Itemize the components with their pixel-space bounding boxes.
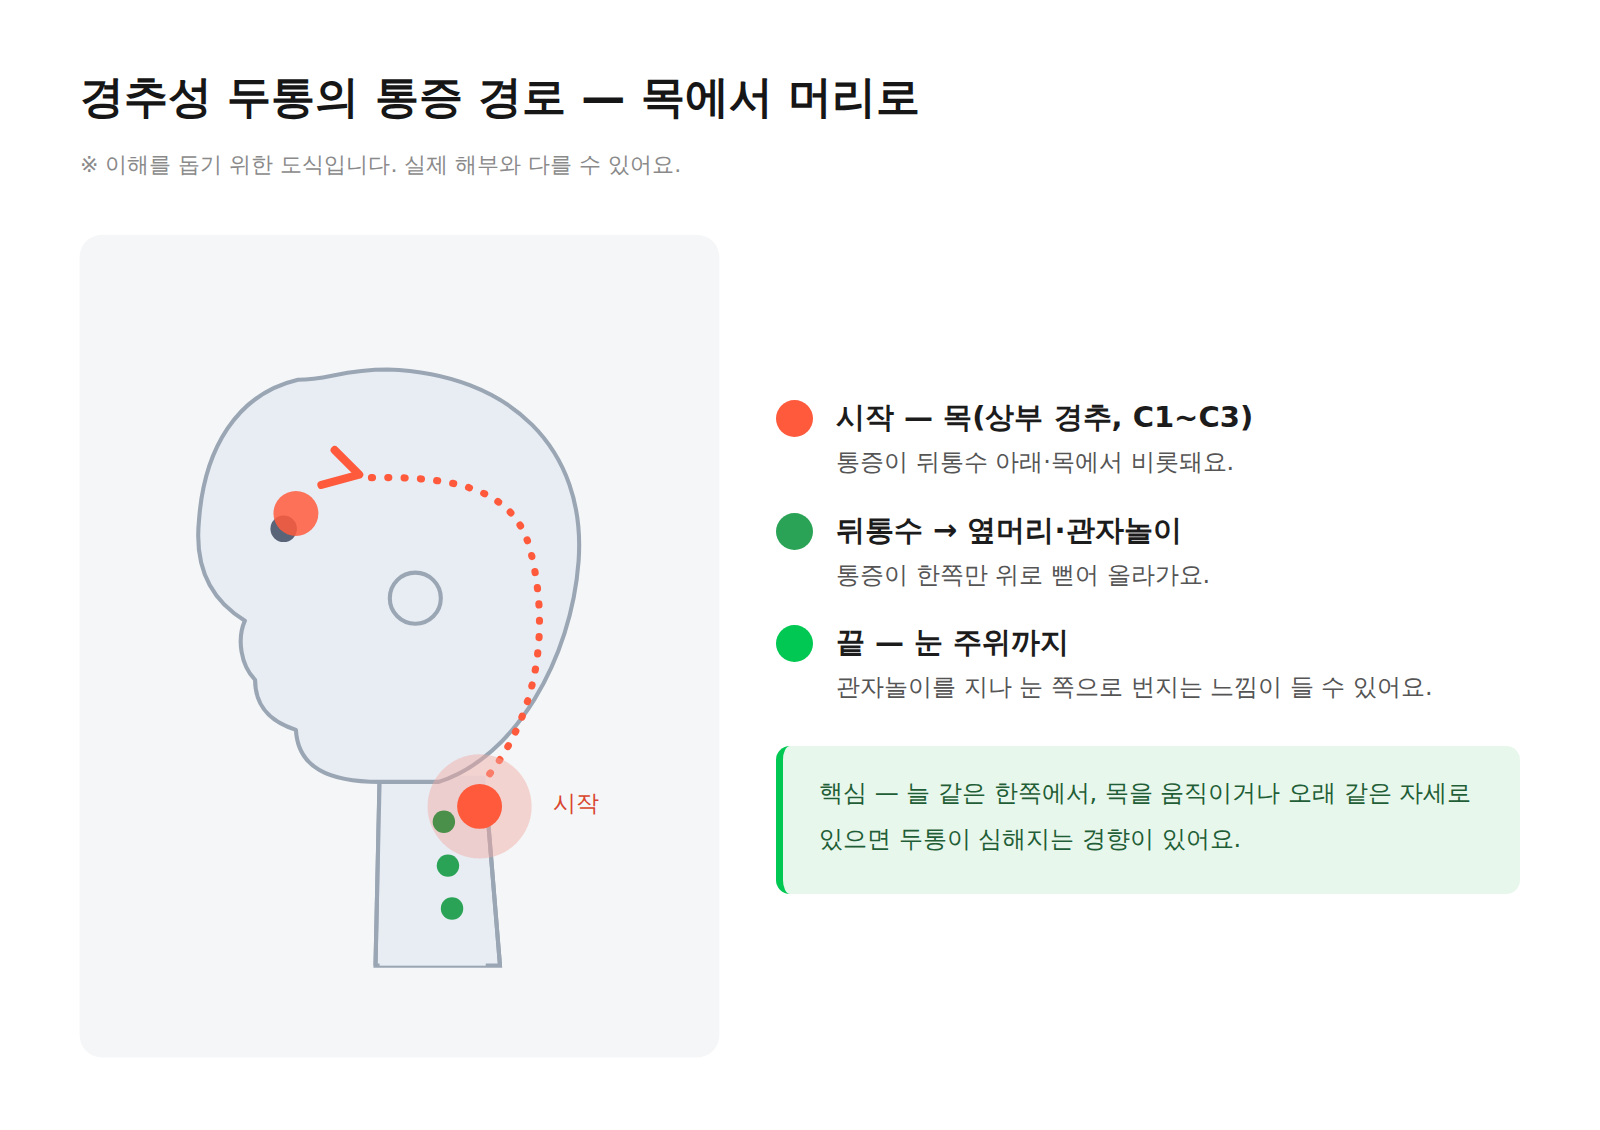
end-point <box>273 491 318 536</box>
note-text: 핵심 — 늘 같은 한쪽에서, 목을 움직이거나 오래 같은 자세로 있으면 두… <box>819 770 1486 862</box>
title: 경추성 두통의 통증 경로 — 목에서 머리로 <box>80 68 920 127</box>
vertebra-dot <box>433 810 455 832</box>
legend-description: 통증이 한쪽만 위로 뻗어 올라가요. <box>836 559 1210 591</box>
panel <box>80 235 720 1058</box>
vertebra-dot <box>437 854 459 876</box>
key-note-box: 핵심 — 늘 같은 한쪽에서, 목을 움직이거나 오래 같은 자세로 있으면 두… <box>776 746 1520 894</box>
legend-swatch <box>776 625 813 662</box>
legend-description: 통증이 뒤통수 아래·목에서 비롯돼요. <box>836 446 1234 478</box>
path-arrowhead <box>321 450 359 485</box>
legend-heading: 시작 — 목(상부 경추, C1~C3) <box>836 398 1253 438</box>
legend-heading: 끝 — 눈 주위까지 <box>836 623 1069 663</box>
caption: ※ 이해를 돕기 위한 도식입니다. 실제 해부와 다를 수 있어요. <box>80 150 681 180</box>
legend-swatch <box>776 400 813 437</box>
head-outline <box>198 370 579 782</box>
start-halo <box>428 754 532 858</box>
legend-heading: 뒤통수 → 옆머리·관자놀이 <box>836 511 1182 551</box>
legend-description: 관자놀이를 지나 눈 쪽으로 번지는 느낌이 들 수 있어요. <box>836 671 1433 703</box>
start-point <box>457 784 502 829</box>
vertebra-dot <box>441 897 463 919</box>
pain-path <box>367 478 539 774</box>
ear <box>390 573 441 624</box>
legend-swatch <box>776 513 813 550</box>
start-label: 시작 <box>553 788 599 819</box>
